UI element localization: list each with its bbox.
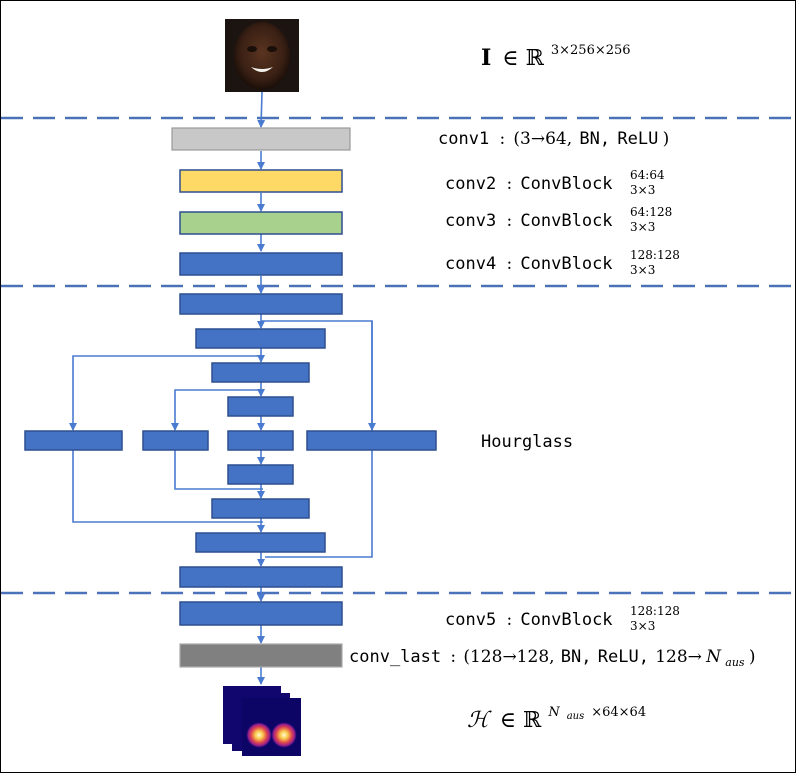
hg-block-down-1 [195, 328, 326, 349]
hg-block-down-3 [227, 396, 294, 417]
conv2-block [179, 169, 343, 193]
svg-text:conv5 : ConvBlock: conv5 : ConvBlock [445, 610, 613, 630]
section-dividers [1, 116, 795, 595]
svg-text:3×3: 3×3 [630, 263, 655, 277]
input-label: I ∈ ℝ 3×256×256 [481, 43, 631, 71]
output-heatmaps [223, 686, 301, 756]
hg-block-down-2 [211, 362, 310, 383]
decoder-blocks [179, 601, 343, 668]
conv-last-label: conv_last : (128→128, BN, ReLU, 128→ N a… [349, 647, 755, 670]
hg-block-up-1 [227, 464, 294, 485]
hg-block-top [179, 293, 343, 315]
conv-last-block [179, 643, 343, 668]
encoder-blocks [171, 127, 351, 276]
svg-text:Hourglass: Hourglass [481, 432, 573, 452]
svg-text:conv4 : ConvBlock: conv4 : ConvBlock [445, 254, 613, 274]
svg-text:I ∈ ℝ 3×256×256: I ∈ ℝ 3×256×256 [481, 43, 631, 71]
main-arrows [257, 91, 266, 685]
hg-skip-block-2 [142, 430, 209, 451]
conv4-block [179, 252, 343, 276]
conv5-block [179, 601, 343, 626]
conv1-block [171, 127, 351, 151]
hg-block-up-3 [195, 532, 326, 553]
conv3-label: conv3 : ConvBlock 64:128 3×3 [445, 205, 672, 234]
svg-text:conv1 : (3→64,: conv1 : (3→64, BN, ReLU ) [438, 129, 669, 149]
input-face-image [225, 19, 299, 92]
conv4-label: conv4 : ConvBlock 128:128 3×3 [445, 248, 680, 277]
svg-text:conv2 : ConvBlock: conv2 : ConvBlock [445, 174, 613, 194]
output-set: ∈ ℝ [500, 708, 542, 733]
hourglass-label: Hourglass [481, 432, 573, 452]
input-symbol: I [481, 45, 491, 71]
conv5-label: conv5 : ConvBlock 128:128 3×3 [445, 604, 680, 633]
svg-text:3×3: 3×3 [630, 619, 655, 633]
hg-block-up-2 [211, 498, 310, 519]
svg-text:conv_last : (128→1: conv_last : (128→128, BN, ReLU, 128→ N a… [349, 647, 755, 670]
svg-text:ℋ ∈ ℝ N aus: ℋ ∈ ℝ N aus ×64×64 [467, 697, 646, 733]
conv3-block [179, 211, 343, 235]
hourglass-blocks [24, 293, 437, 588]
hg-block-bottom [179, 566, 343, 588]
input-dims: 3×256×256 [551, 43, 631, 58]
svg-text:128:128: 128:128 [630, 604, 680, 618]
svg-text:conv3 : ConvBlock: conv3 : ConvBlock [445, 211, 613, 231]
hg-block-bottleneck [227, 430, 294, 451]
hg-skip-block-3 [306, 430, 437, 451]
svg-text:3×3: 3×3 [630, 183, 655, 197]
conv2-label: conv2 : ConvBlock 64:64 3×3 [445, 168, 665, 197]
svg-text:128:128: 128:128 [630, 248, 680, 262]
input-set: ∈ ℝ [502, 46, 544, 71]
output-label: ℋ ∈ ℝ N aus ×64×64 [467, 697, 646, 733]
skip-connections [69, 320, 376, 558]
hg-skip-block-1 [24, 430, 123, 451]
svg-text:3×3: 3×3 [630, 220, 655, 234]
output-symbol: ℋ [467, 708, 492, 733]
svg-text:64:64: 64:64 [630, 168, 665, 182]
svg-text:64:128: 64:128 [630, 205, 672, 219]
conv1-label: conv1 : (3→64, BN, ReLU ) [438, 129, 669, 149]
